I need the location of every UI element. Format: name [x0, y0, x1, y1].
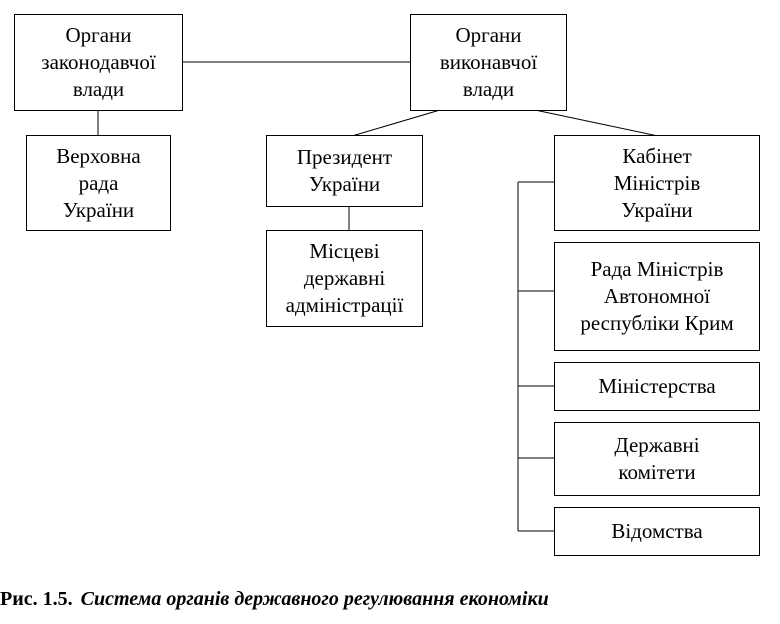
agencies-box: Відомства [554, 507, 760, 556]
legislative-box: Органи законодавчої влади [14, 14, 183, 111]
figure-number: Рис. 1.5. [0, 588, 73, 610]
crimea-council-label: Рада Міністрів Автономної республіки Кри… [580, 257, 734, 335]
figure-caption: Рис. 1.5. Система органів державного регу… [0, 588, 549, 611]
local-admin-label: Місцеві державні адміністрації [285, 239, 404, 317]
link-executive-cabinet [534, 109, 659, 137]
legislative-label: Органи законодавчої влади [41, 23, 156, 101]
crimea-council-box: Рада Міністрів Автономної республіки Кри… [554, 242, 760, 351]
agencies-label: Відомства [611, 519, 703, 543]
ministries-box: Міністерства [554, 362, 760, 411]
figure-title: Система органів державного регулювання е… [80, 588, 549, 610]
link-executive-president [351, 109, 441, 137]
verkhovna-rada-box: Верховна рада України [26, 135, 171, 231]
local-admin-box: Місцеві державні адміністрації [266, 230, 423, 327]
executive-label: Органи виконавчої влади [439, 23, 538, 101]
ministries-label: Міністерства [598, 374, 716, 398]
verkhovna-rada-label: Верховна рада України [56, 143, 141, 222]
president-label: Президент України [296, 145, 393, 196]
cabinet-box: Кабінет Міністрів України [554, 135, 760, 231]
executive-box: Органи виконавчої влади [410, 14, 567, 111]
state-committees-box: Державні комітети [554, 422, 760, 496]
cabinet-label: Кабінет Міністрів України [613, 143, 701, 222]
president-box: Президент України [266, 135, 423, 207]
state-committees-label: Державні комітети [614, 433, 700, 484]
